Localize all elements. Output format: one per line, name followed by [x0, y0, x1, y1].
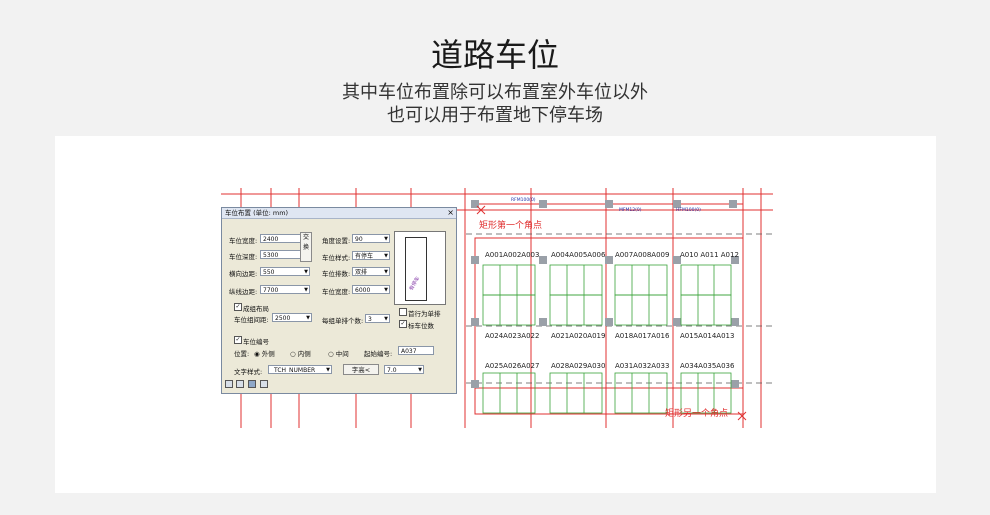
chevron-down-icon: ▼ [384, 287, 388, 293]
line-icon[interactable] [236, 380, 244, 388]
group-gap-label: 车位组间距: [234, 316, 269, 324]
radio-middle[interactable]: ○ 中间 [328, 350, 349, 358]
style-value: 有停车 [355, 253, 374, 260]
page-title: 道路车位 [430, 36, 559, 74]
start-number-value: A037 [401, 348, 417, 355]
lane-width-value: 6000 [355, 287, 371, 294]
stall-label-row3-1: A025A026A027 [485, 362, 540, 370]
depth-label: 车位深度: [229, 253, 258, 261]
v-margin-input[interactable]: 7700 ▼ [260, 285, 310, 294]
style-select[interactable]: 有停车 ▼ [352, 251, 390, 260]
font-height-button[interactable]: 字高< [343, 364, 379, 375]
stall-label-row2-3: A018A017A016 [615, 332, 670, 340]
page-subtitle-line1: 其中车位布置除可以布置室外车位以外 [342, 82, 648, 103]
chevron-down-icon: ▼ [384, 316, 388, 322]
row-count-label: 车位排数: [322, 270, 351, 278]
text-style-value: _TCH_NUMBER [271, 367, 316, 374]
angle-label: 角度设置: [322, 237, 351, 245]
dialog-title: 车位布置 (单位: mm) [222, 208, 456, 219]
stall-label-row2-2: A021A020A019 [551, 332, 606, 340]
door-tag-right: HFM100(0) [676, 208, 701, 213]
parking-stall-preview [405, 237, 427, 301]
swap-button[interactable]: 交换 [300, 232, 312, 262]
width-value: 2400 [263, 236, 279, 243]
radio-middle-label: 中间 [335, 350, 349, 358]
numbering-label: 车位编号 [243, 338, 269, 346]
radio-inner-label: 内侧 [297, 350, 311, 358]
lane-width-label: 车位宽度: [322, 288, 351, 296]
mark-count-checkbox[interactable]: ✓ [399, 320, 407, 328]
start-number-label: 起始编号: [364, 350, 393, 358]
row-count-select[interactable]: 双排 ▼ [352, 267, 390, 276]
note-first-corner: 矩形第一个角点 [479, 221, 543, 231]
font-height-value: 7.0 [387, 367, 397, 374]
chevron-down-icon: ▼ [384, 253, 388, 259]
numbering-checkbox[interactable]: ✓ [234, 336, 242, 344]
stall-label-row1-3: A007A008A009 [615, 251, 670, 259]
angle-value: 90 [355, 236, 363, 243]
grid-icon[interactable] [248, 380, 256, 388]
v-margin-label: 纵线边距: [229, 288, 258, 296]
chevron-down-icon: ▼ [418, 367, 422, 373]
angle-input[interactable]: 90 ▼ [352, 234, 390, 243]
chevron-down-icon: ▼ [304, 269, 308, 275]
position-label: 位置: [234, 350, 250, 358]
group-gap-value: 2500 [275, 315, 291, 322]
chevron-down-icon: ▼ [326, 367, 330, 373]
door-tag-mid: MFM12(0) [619, 208, 642, 213]
group-layout-label: 成组布局 [243, 305, 269, 313]
stall-label-row1-1: A001A002A003 [485, 251, 540, 259]
font-height-input[interactable]: 7.0 ▼ [384, 365, 424, 374]
h-margin-input[interactable]: 550 ▼ [260, 267, 310, 276]
style-label: 车位样式: [322, 254, 351, 262]
stall-label-row2-1: A024A023A022 [485, 332, 540, 340]
stall-label-row1-2: A004A005A006 [551, 251, 606, 259]
text-style-select[interactable]: _TCH_NUMBER ▼ [268, 365, 332, 374]
parking-layout-dialog: 车位布置 (单位: mm) × 车位宽度: 2400▼ 车位深度: 5300▼ … [221, 207, 457, 394]
stall-label-row3-4: A034A035A036 [680, 362, 735, 370]
per-group-label: 每组单排个数: [322, 317, 364, 325]
per-group-input[interactable]: 3▼ [365, 314, 390, 323]
stall-label-row1-4: A010 A011 A012 [680, 251, 739, 259]
v-margin-value: 7700 [263, 287, 279, 294]
h-margin-value: 550 [263, 269, 275, 276]
depth-value: 5300 [263, 252, 279, 259]
start-number-input[interactable]: A037 [398, 346, 434, 355]
radio-inner[interactable]: ○ 内侧 [290, 350, 311, 358]
radio-outer-label: 外侧 [261, 350, 275, 358]
stall-label-row2-4: A015A014A013 [680, 332, 735, 340]
width-label: 车位宽度: [229, 237, 258, 245]
chevron-down-icon: ▼ [384, 269, 388, 275]
pick-icon[interactable] [225, 380, 233, 388]
chevron-down-icon: ▼ [384, 236, 388, 242]
radio-outer[interactable]: ◉ 外侧 [254, 350, 275, 358]
mark-count-label: 标车位数 [408, 322, 434, 330]
lane-width-input[interactable]: 6000 ▼ [352, 285, 390, 294]
row-count-value: 双排 [355, 269, 368, 276]
note-second-corner: 矩形另一个角点 [665, 409, 729, 419]
stall-label-row3-3: A031A032A033 [615, 362, 670, 370]
layout-icon[interactable] [260, 380, 268, 388]
door-tag-left: RFM100(0) [511, 198, 536, 203]
close-icon[interactable]: × [447, 208, 454, 217]
first-row-single-checkbox[interactable] [399, 308, 407, 316]
group-gap-input[interactable]: 2500 ▼ [272, 313, 312, 322]
chevron-down-icon: ▼ [304, 287, 308, 293]
text-style-label: 文字样式: [234, 368, 263, 376]
chevron-down-icon: ▼ [306, 315, 310, 321]
parking-preview: 有停车 [394, 231, 446, 305]
h-margin-label: 横向边距: [229, 270, 258, 278]
stall-label-row3-2: A028A029A030 [551, 362, 606, 370]
page-subtitle-line2: 也可以用于布置地下停车场 [387, 105, 603, 126]
first-row-single-label: 首行为单排 [408, 310, 441, 318]
per-group-value: 3 [368, 316, 372, 323]
group-layout-checkbox[interactable]: ✓ [234, 303, 242, 311]
